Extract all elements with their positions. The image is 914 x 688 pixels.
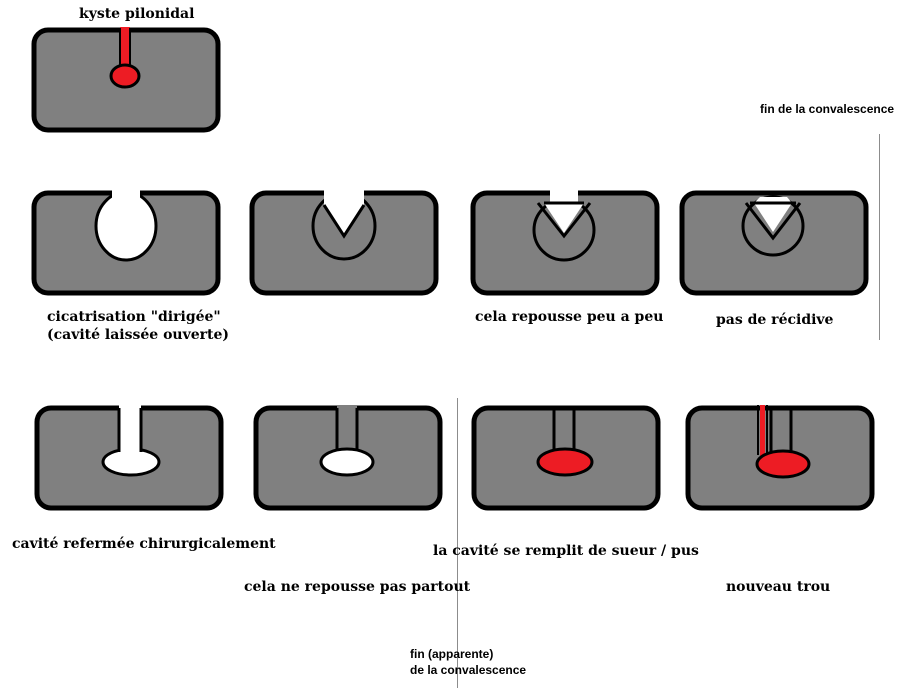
label-cavite-remplit: la cavité se remplit de sueur / pus [433,543,699,559]
panel-cavite-refermee [34,404,224,511]
label-cavite-laissee-ouverte: (cavité laissée ouverte) [47,327,230,343]
panel-remplit-pus [471,405,661,511]
label-ne-repousse-pas: cela ne repousse pas partout [244,579,471,595]
divider-fin-apparente [457,398,458,688]
panel-kyste [31,27,221,133]
label-cela-repousse: cela repousse peu a peu [475,309,664,325]
panel-pas-de-recidive [679,190,869,296]
panel-repousse-1 [249,190,439,296]
label-cavite-refermee: cavité refermée chirurgicalement [12,536,276,552]
label-fin-convalescence: fin de la convalescence [760,102,895,116]
label-pas-de-recidive: pas de récidive [716,312,834,328]
panel-cavite-ouverte [31,188,221,296]
divider-fin-convalescence [879,134,880,340]
panel-nouveau-trou [685,405,875,511]
label-cicatrisation-dirigee: cicatrisation "dirigée" [47,309,221,325]
label-fin-apparente: fin (apparente) [410,647,494,661]
label-nouveau-trou: nouveau trou [726,579,831,595]
panel-repousse-2 [470,190,660,296]
panel-ne-repousse-pas [253,405,443,511]
label-de-la-convalescence: de la convalescence [410,663,527,677]
label-kyste-pilonidal: kyste pilonidal [79,6,195,22]
